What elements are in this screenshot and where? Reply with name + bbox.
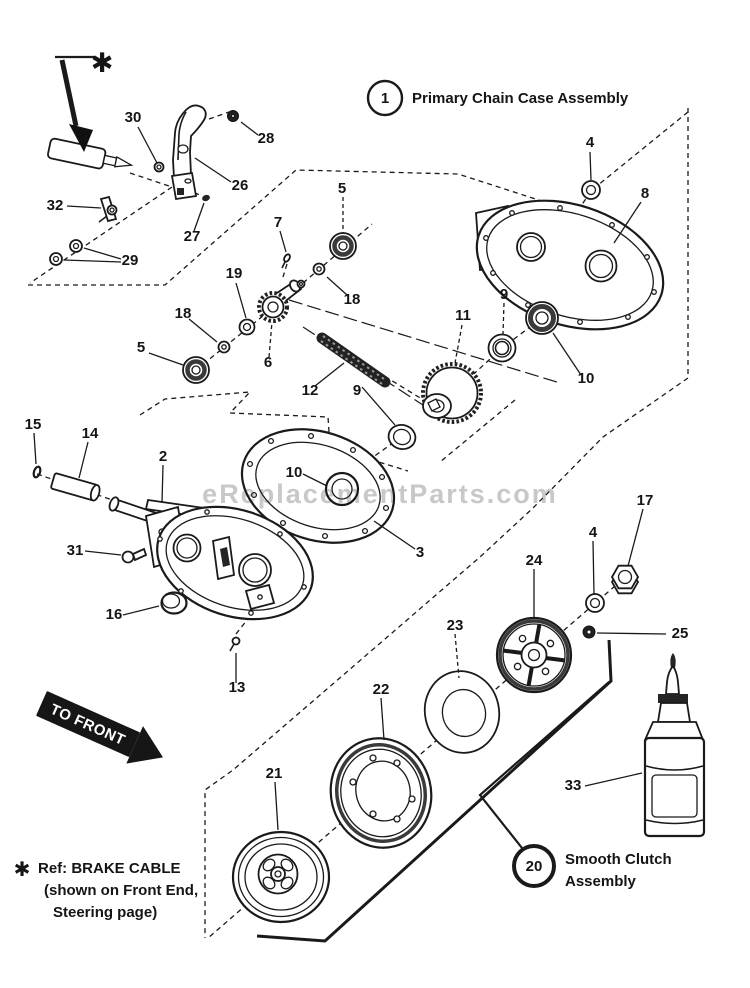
part-10-bearing-right: [525, 301, 559, 335]
callout-7-label-7: 7: [274, 214, 282, 231]
callout-34-label-21: 21: [266, 765, 283, 782]
clutch-label-line2: Assembly: [565, 873, 637, 890]
callout-14-label-9: 9: [353, 382, 361, 399]
callout-layer: 30 28 26 32 27 29 5 7 18 19 18 5 6 12 9 11 9 10 4 8 15 14 2 31 1…: [25, 109, 689, 794]
part-7-screw: [281, 253, 291, 269]
callout-30-label-24: 24: [526, 552, 543, 569]
primary-assembly-callout: 1 Primary Chain Case Assembly: [366, 79, 629, 117]
part-4-washer-lower: [585, 593, 605, 613]
callout-12-label-6: 6: [264, 354, 272, 371]
part-14-spacer: [50, 472, 101, 502]
primary-assembly-title: Primary Chain Case Assembly: [412, 90, 629, 107]
part-5-bearing-right: [329, 232, 357, 260]
part-29-washers: [49, 239, 83, 266]
callout-0-label-30: 30: [125, 109, 142, 126]
part-9-ring-lower: [387, 423, 417, 451]
part-22-clutch-drum: [329, 737, 433, 849]
callout-33-label-22: 22: [373, 681, 390, 698]
star-arrow: [55, 55, 95, 152]
callout-24-label-16: 16: [106, 606, 123, 623]
callout-11-label-5: 5: [137, 339, 145, 356]
part-9-ring-upper: [487, 333, 517, 363]
badge-1-circle: [366, 79, 404, 117]
cover-rim-bolt-holes: [483, 205, 657, 325]
callout-20-label-15: 15: [25, 416, 42, 433]
part-33-oil-bottle: [643, 653, 706, 838]
badge-20-number: 20: [526, 858, 543, 875]
brake-note: ✱ Ref: BRAKE CABLE (shown on Front End, …: [14, 859, 199, 921]
callout-29-label-4: 4: [589, 524, 598, 541]
callout-6-label-5: 5: [338, 180, 346, 197]
part-31-bolt: [121, 547, 148, 564]
callout-35-label-33: 33: [565, 777, 582, 794]
part-19-washer: [238, 318, 256, 336]
callout-23-label-31: 31: [67, 542, 84, 559]
callout-13-label-12: 12: [302, 382, 319, 399]
gasket-bolt-holes: [246, 432, 390, 540]
callout-18-label-4: 4: [586, 134, 595, 151]
part-30-washer: [153, 161, 165, 173]
callout-9-label-19: 19: [226, 265, 243, 282]
part-17-nut: [610, 564, 640, 595]
callout-31-label-25: 25: [672, 625, 689, 642]
brake-note-line2: (shown on Front End,: [44, 882, 198, 899]
callout-8-label-18: 18: [344, 291, 361, 308]
callout-28-label-17: 17: [637, 492, 654, 509]
callout-17-label-10: 10: [578, 370, 595, 387]
part-13-screw: [229, 636, 241, 652]
part-12-chain: [316, 332, 391, 388]
brake-note-line1: Ref: BRAKE CABLE: [38, 860, 181, 877]
part-8-chain-case-cover: [475, 199, 665, 331]
leader-lines: [33, 121, 667, 831]
to-front-arrowhead-icon: [126, 726, 164, 764]
part-27-nut: [202, 194, 210, 202]
part-26-lever: [170, 104, 207, 201]
part-5-bearing-left: [182, 356, 210, 384]
callout-16-label-9: 9: [500, 286, 508, 303]
callout-26-label-10: 10: [286, 464, 303, 481]
part-6-shaft-sprocket: [257, 279, 306, 323]
callout-22-label-2: 2: [159, 448, 167, 465]
part-3-gasket: [240, 428, 396, 544]
clutch-assembly-callout: 20 Smooth Clutch Assembly: [512, 844, 672, 890]
callout-32-label-23: 23: [447, 617, 464, 634]
part-24-pulley: [495, 616, 573, 694]
reference-star-top: ✱: [91, 48, 114, 78]
part-21-pulley: [231, 830, 331, 924]
callout-15-label-11: 11: [455, 307, 471, 324]
callout-5-label-29: 29: [122, 252, 139, 269]
callout-1-label-28: 28: [258, 130, 275, 147]
case-rim-bolt-holes: [157, 509, 307, 616]
part-25-nut: [582, 625, 596, 639]
part-23-friction-disc: [423, 670, 501, 754]
part-32-clip: [98, 195, 118, 223]
part-18-washer-right: [312, 262, 326, 276]
part-11-gear: [421, 362, 483, 424]
callout-19-label-8: 8: [641, 185, 649, 202]
callout-3-label-32: 32: [47, 197, 64, 214]
callout-21-label-14: 14: [82, 425, 99, 442]
reference-star-bottom: ✱: [14, 859, 31, 881]
brake-note-line3: Steering page): [53, 904, 157, 921]
callout-27-label-3: 3: [416, 544, 424, 561]
to-front-banner: TO FRONT: [36, 691, 164, 764]
part-28-bolt: [227, 110, 239, 122]
part-15-clip: [32, 465, 42, 479]
callout-10-label-18: 18: [175, 305, 192, 322]
part-2-chain-case: [108, 496, 314, 621]
callout-2-label-26: 26: [232, 177, 249, 194]
clutch-label-line1: Smooth Clutch: [565, 851, 672, 868]
callout-4-label-27: 27: [184, 228, 201, 245]
watermark-text: eReplacementParts.com: [202, 479, 558, 509]
clutch-bracket: [256, 639, 613, 943]
part-18-washer-left: [217, 340, 231, 354]
part-16-plug: [160, 591, 188, 615]
part-lubricant-tube: [47, 137, 134, 170]
callout-25-label-13: 13: [229, 679, 246, 696]
badge-20-circle: [512, 844, 556, 888]
badge-1-number: 1: [381, 90, 389, 107]
part-4-washer-top: [581, 180, 601, 200]
